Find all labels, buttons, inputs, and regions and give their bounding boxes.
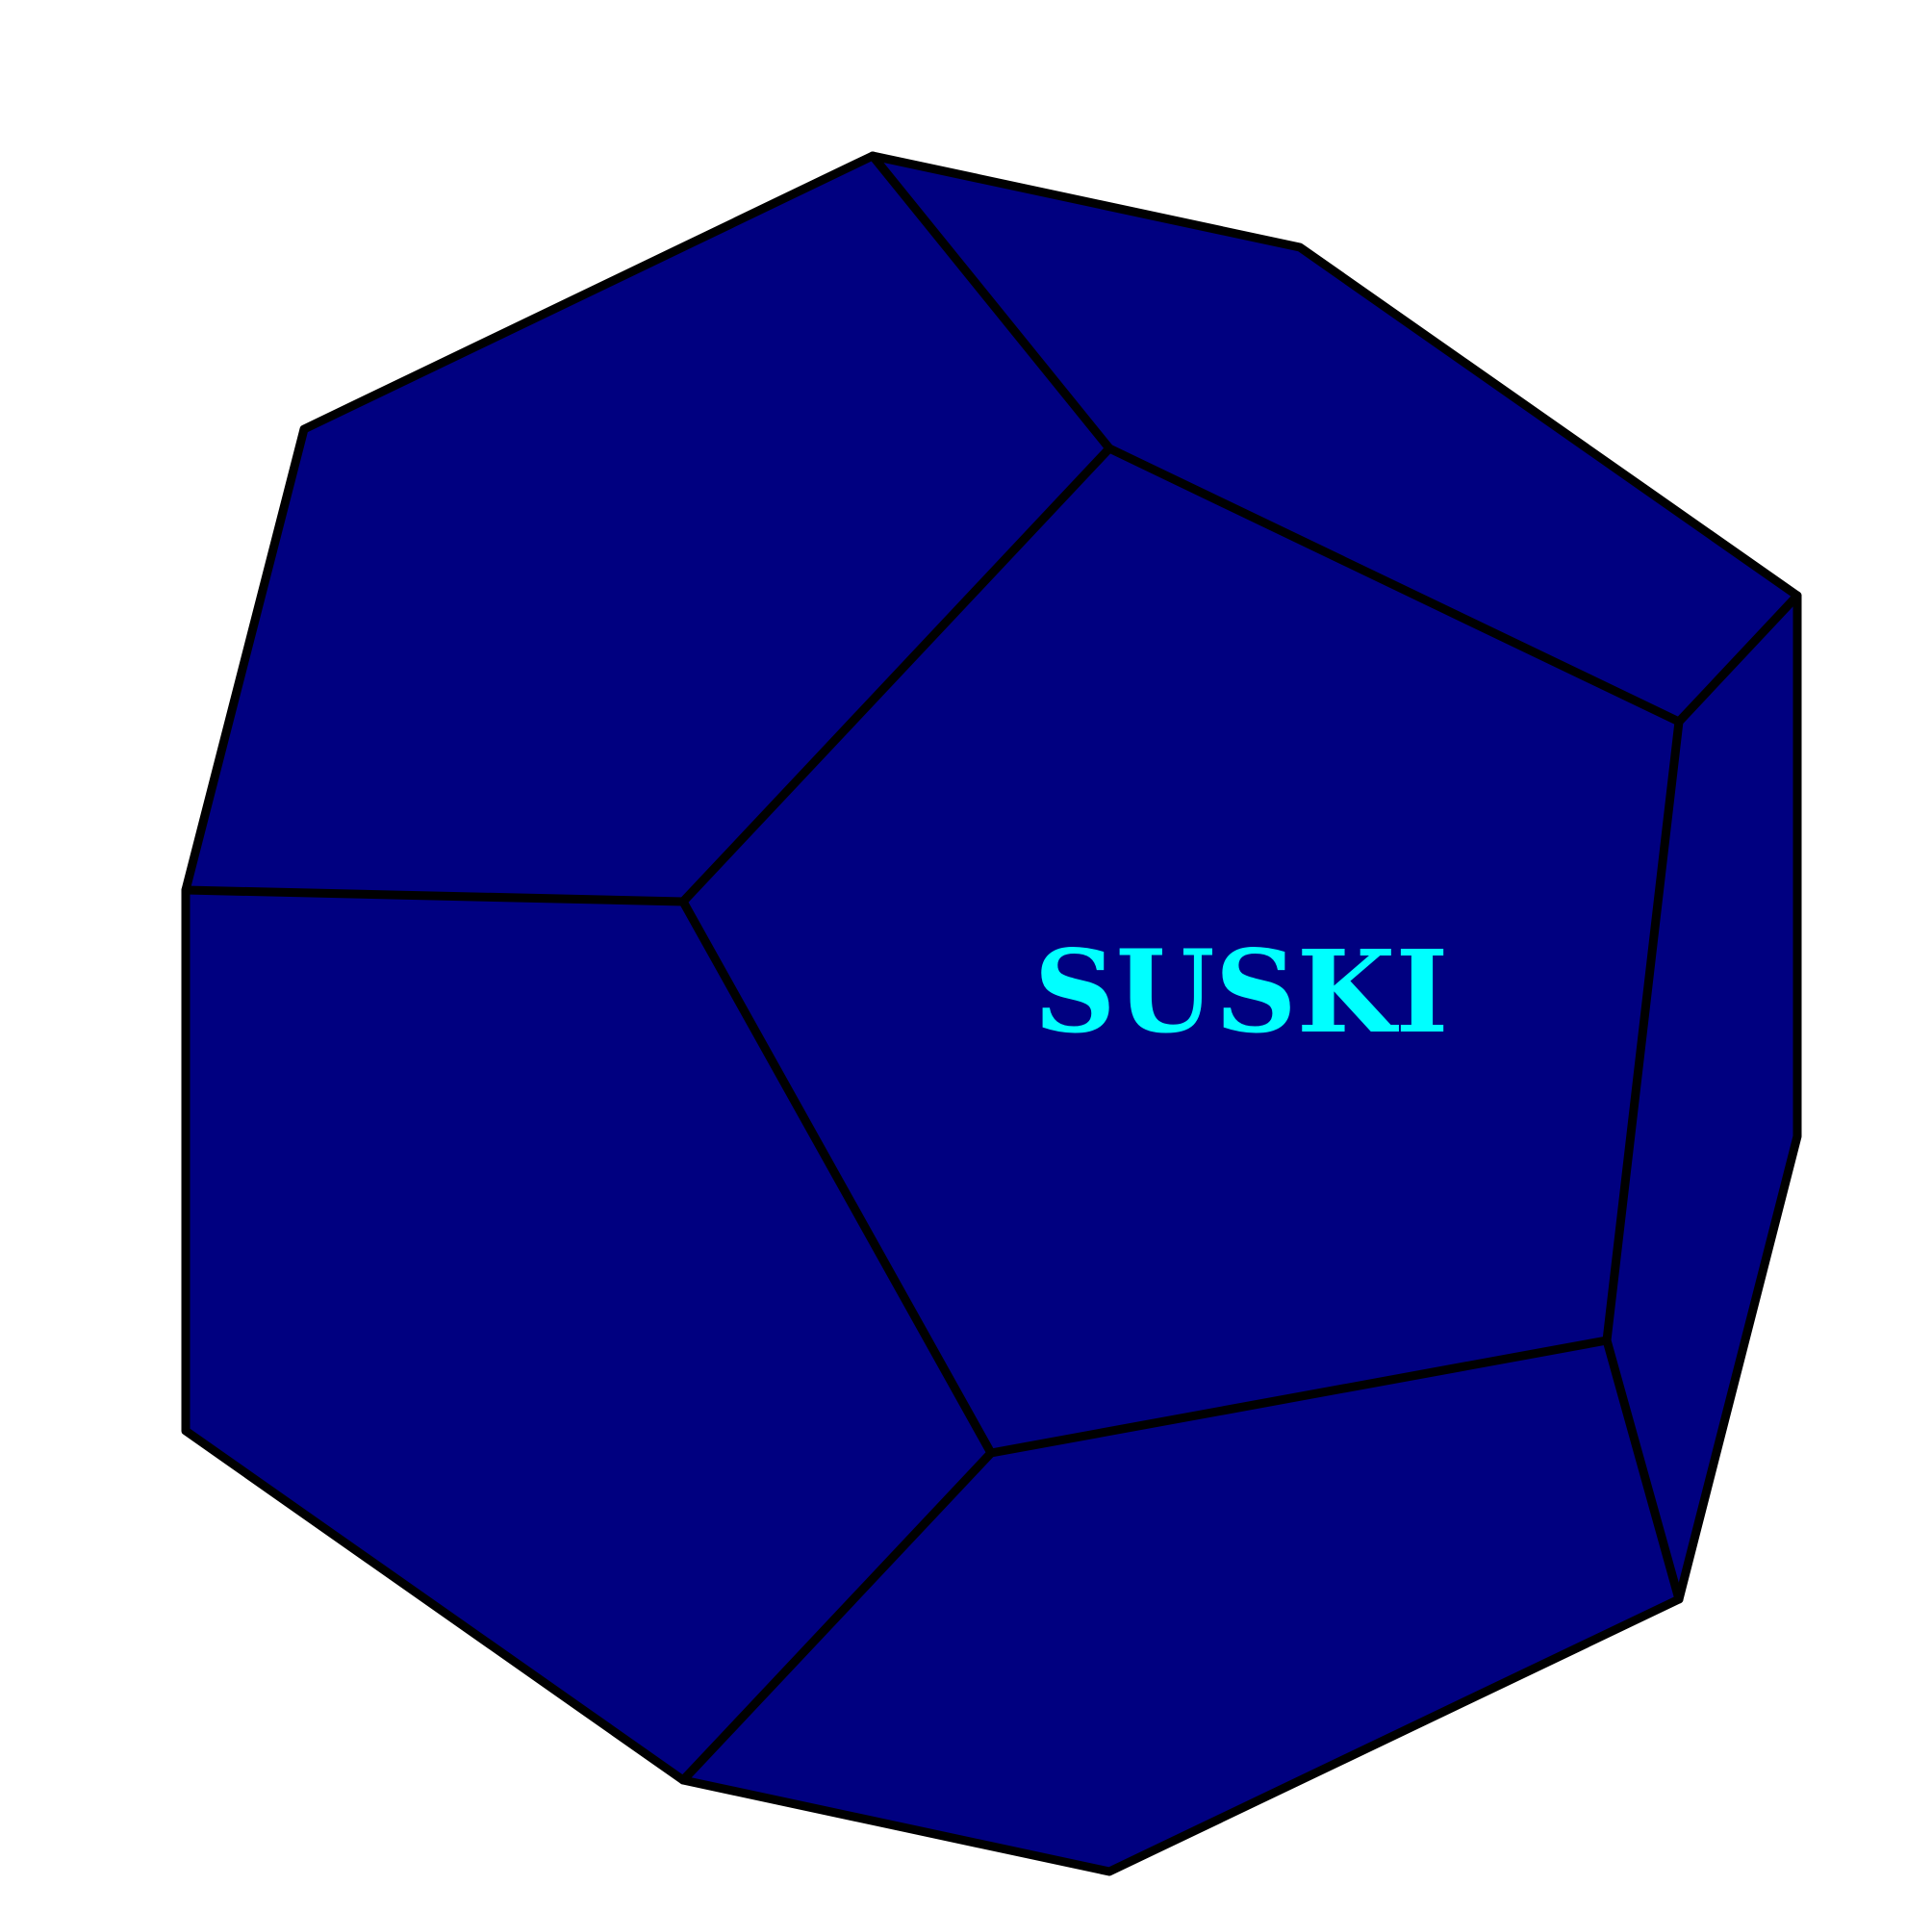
diagram-label: SUSKI <box>1033 925 1448 1058</box>
edge-center-bottom <box>986 1336 1612 1458</box>
edge-center-left-lower <box>678 897 996 1458</box>
edge-left-spoke <box>181 885 688 906</box>
edge-center-top <box>1105 444 1684 726</box>
edge-center-right <box>1602 717 1684 1345</box>
edge-lower-right-spoke <box>1602 1336 1684 1604</box>
edge-top-spoke <box>868 151 1114 453</box>
dodecahedron-silhouette <box>181 151 1802 1876</box>
edge-upper-right-spoke <box>1674 591 1802 726</box>
edge-center-left-upper <box>678 444 1114 906</box>
edge-bottom-spoke <box>678 1448 996 1785</box>
